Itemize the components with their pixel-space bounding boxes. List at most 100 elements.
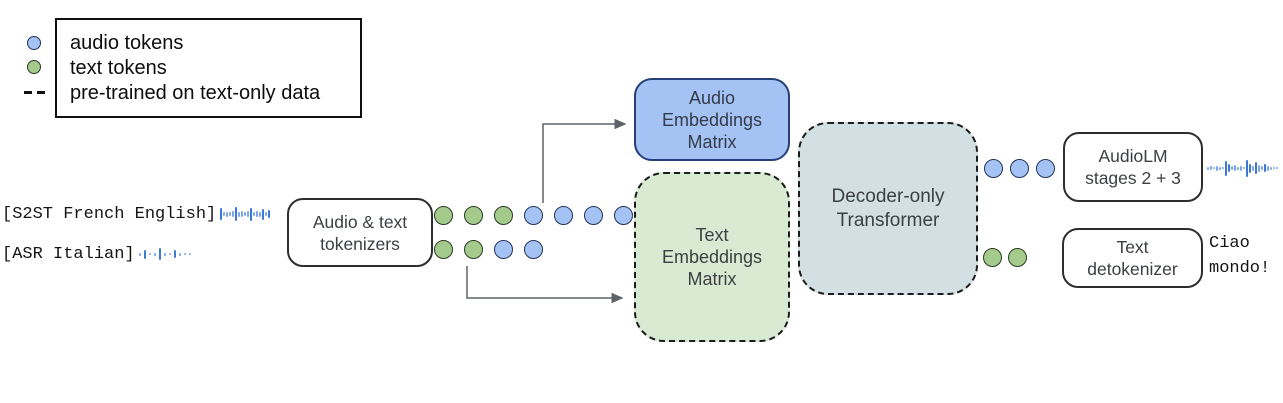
text-embeddings-line3: Matrix: [687, 269, 737, 289]
audiolm-line2: stages 2 + 3: [1085, 168, 1181, 188]
waveform-bar: [244, 212, 247, 216]
audio-token: [524, 206, 543, 225]
dashed-line-legend-icon: [24, 91, 45, 94]
waveform-bar: [247, 211, 250, 217]
text-token: [494, 206, 513, 225]
audiolm-stages-box: AudioLM stages 2 + 3: [1063, 132, 1203, 202]
input-token-row-2: [434, 240, 543, 259]
waveform-bar: [1219, 166, 1221, 170]
waveform-bar: [1264, 164, 1266, 172]
waveform-bar: [238, 211, 241, 217]
waveform-bar: [148, 253, 151, 255]
waveform-bar: [1228, 164, 1230, 172]
audio-token: [1010, 159, 1029, 178]
input-waveform-asr: [138, 248, 191, 260]
legend-label-pretrained: pre-trained on text-only data: [70, 81, 321, 104]
input-token-row-1: [434, 206, 633, 225]
input-task-asr: [ASR Italian]: [2, 244, 135, 264]
arrow-to-text-embeddings-icon: [466, 266, 624, 304]
waveform-bar: [1237, 166, 1239, 170]
waveform-bar: [1240, 165, 1242, 171]
text-embeddings-line2: Embeddings: [661, 247, 763, 267]
audio-token: [614, 206, 633, 225]
waveform-bar: [138, 252, 141, 256]
waveform-bar: [1249, 163, 1251, 173]
waveform-bar: [229, 212, 232, 216]
tokenizer-label-line2: tokenizers: [320, 233, 400, 254]
transformer-line1: Decoder-only: [831, 185, 945, 207]
text-token: [983, 248, 1002, 267]
decoder-only-transformer-box: Decoder-only Transformer: [798, 122, 978, 295]
waveform-bar: [143, 249, 146, 259]
input-task-s2st: [S2ST French English]: [2, 204, 217, 224]
output-text-line2: mondo!: [1209, 259, 1271, 278]
transformer-line2: Transformer: [836, 209, 940, 231]
waveform-bar: [1243, 167, 1245, 169]
waveform-bar: [1234, 165, 1236, 171]
waveform-bar: [173, 250, 176, 258]
audio-embeddings-line3: Matrix: [687, 131, 737, 152]
audio-token: [524, 240, 543, 259]
text-token-legend-icon: [27, 60, 41, 74]
waveform-bar: [253, 212, 256, 216]
output-audio-token-row: [984, 159, 1055, 178]
audio-token-legend-icon: [27, 36, 41, 50]
waveform-bar: [226, 211, 229, 217]
text-embeddings-line1: Text: [695, 225, 729, 245]
waveform-bar: [1246, 159, 1248, 177]
waveform-bar: [163, 252, 166, 256]
waveform-bar: [220, 208, 223, 220]
waveform-bar: [153, 252, 156, 256]
waveform-bar: [268, 210, 271, 218]
audio-token: [1036, 159, 1055, 178]
waveform-bar: [1252, 165, 1254, 171]
output-waveform: [1207, 152, 1278, 184]
input-line-s2st: [S2ST French English]: [2, 203, 271, 225]
waveform-bar: [265, 212, 268, 216]
output-text-token-row: [983, 248, 1027, 267]
input-waveform-s2st: [220, 207, 271, 221]
waveform-bar: [1210, 166, 1212, 170]
waveform-bar: [235, 207, 238, 221]
text-token: [434, 240, 453, 259]
waveform-bar: [158, 248, 161, 260]
waveform-bar: [1270, 166, 1272, 170]
audio-token: [554, 206, 573, 225]
waveform-bar: [1273, 167, 1275, 169]
audio-embeddings-line2: Embeddings: [661, 109, 763, 130]
output-text-line1: Ciao: [1209, 234, 1250, 253]
waveform-bar: [188, 253, 191, 255]
waveform-bar: [259, 211, 262, 217]
detokenizer-line2: detokenizer: [1087, 259, 1178, 279]
waveform-bar: [232, 211, 235, 217]
arrow-to-audio-embeddings-icon: [542, 118, 627, 203]
waveform-bar: [256, 211, 259, 217]
tokenizer-label-line1: Audio & text: [312, 211, 408, 232]
audio-token: [584, 206, 603, 225]
legend: audio tokens text tokens pre-trained on …: [55, 18, 362, 118]
waveform-bar: [1258, 164, 1260, 172]
audio-embeddings-line1: Audio: [688, 87, 736, 108]
text-detokenizer-box: Text detokenizer: [1062, 228, 1203, 288]
waveform-bar: [241, 211, 244, 217]
waveform-bar: [1267, 165, 1269, 171]
legend-label-audio-tokens: audio tokens: [70, 31, 184, 54]
audiolm-line1: AudioLM: [1098, 146, 1168, 166]
waveform-bar: [1216, 165, 1218, 171]
output-text: Ciao mondo!: [1209, 231, 1270, 281]
audio-text-tokenizers-box: Audio & text tokenizers: [287, 198, 433, 267]
waveform-bar: [183, 253, 186, 255]
text-token: [1008, 248, 1027, 267]
waveform-bar: [1276, 167, 1278, 169]
text-token: [434, 206, 453, 225]
text-embeddings-matrix-box: Text Embeddings Matrix: [634, 172, 790, 342]
detokenizer-line1: Text: [1116, 237, 1149, 257]
audio-embeddings-matrix-box: Audio Embeddings Matrix: [634, 78, 790, 161]
waveform-bar: [1207, 166, 1209, 170]
waveform-bar: [250, 207, 253, 221]
waveform-bar: [1213, 167, 1215, 169]
waveform-bar: [168, 253, 171, 255]
audio-token: [984, 159, 1003, 178]
input-line-asr: [ASR Italian]: [2, 243, 191, 265]
